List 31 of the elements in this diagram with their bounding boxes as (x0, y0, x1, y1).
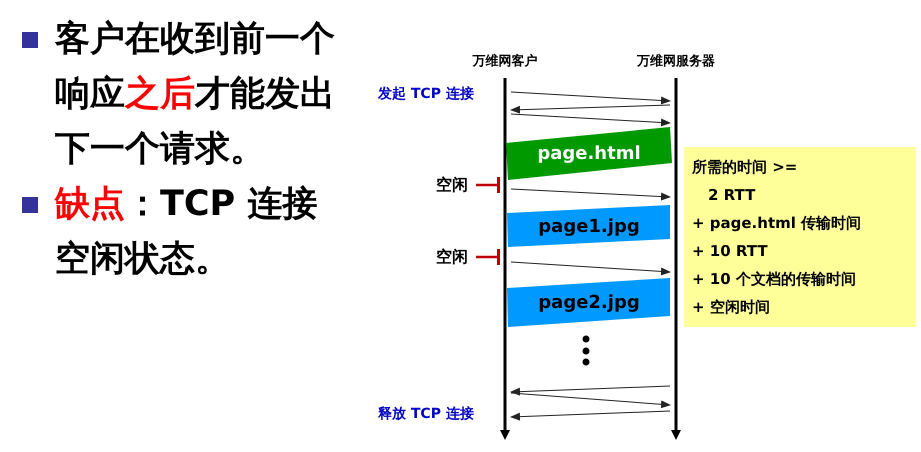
data-segment (505, 204, 673, 248)
message-arrow (510, 386, 670, 396)
segment-label: page1.jpg (538, 214, 640, 238)
message-arrow (510, 92, 671, 104)
leader-line (476, 249, 500, 265)
message-arrow (510, 262, 671, 276)
phase-label: 释放 TCP 连接 (378, 405, 474, 424)
message-arrow (510, 410, 670, 421)
note-box (684, 147, 916, 327)
formula-line: 所需的时间 >= (692, 157, 798, 178)
formula-line: + 10 RTT (692, 241, 769, 262)
idle-label: 空闲 (436, 245, 476, 269)
lifeline-label: 万维网服务器 (637, 52, 715, 71)
bullet-text: 缺点：TCP 连接空闲状态。 (55, 183, 318, 281)
formula-line: 2 RTT (707, 185, 756, 206)
segment-label: page2.jpg (538, 291, 640, 315)
formula-line: + page.html 传输时间 (692, 213, 862, 234)
message-arrow (510, 392, 671, 408)
message-arrow (510, 114, 671, 126)
idle-label: 空闲 (436, 173, 476, 197)
message-arrow (510, 104, 670, 114)
formula-line: + 10 个文档的传输时间 (692, 269, 857, 290)
bullet-text: 客户在收到前一个响应之后才能发出下一个请求。 (55, 18, 336, 171)
data-segment (505, 126, 673, 181)
formula-line: + 空闲时间 (692, 297, 771, 318)
segment-label: page.html (537, 142, 641, 166)
data-segment (505, 277, 673, 328)
phase-label: 发起 TCP 连接 (378, 85, 474, 104)
lifeline-label: 万维网客户 (472, 52, 538, 71)
message-arrow (510, 188, 671, 201)
leader-line (476, 177, 500, 193)
